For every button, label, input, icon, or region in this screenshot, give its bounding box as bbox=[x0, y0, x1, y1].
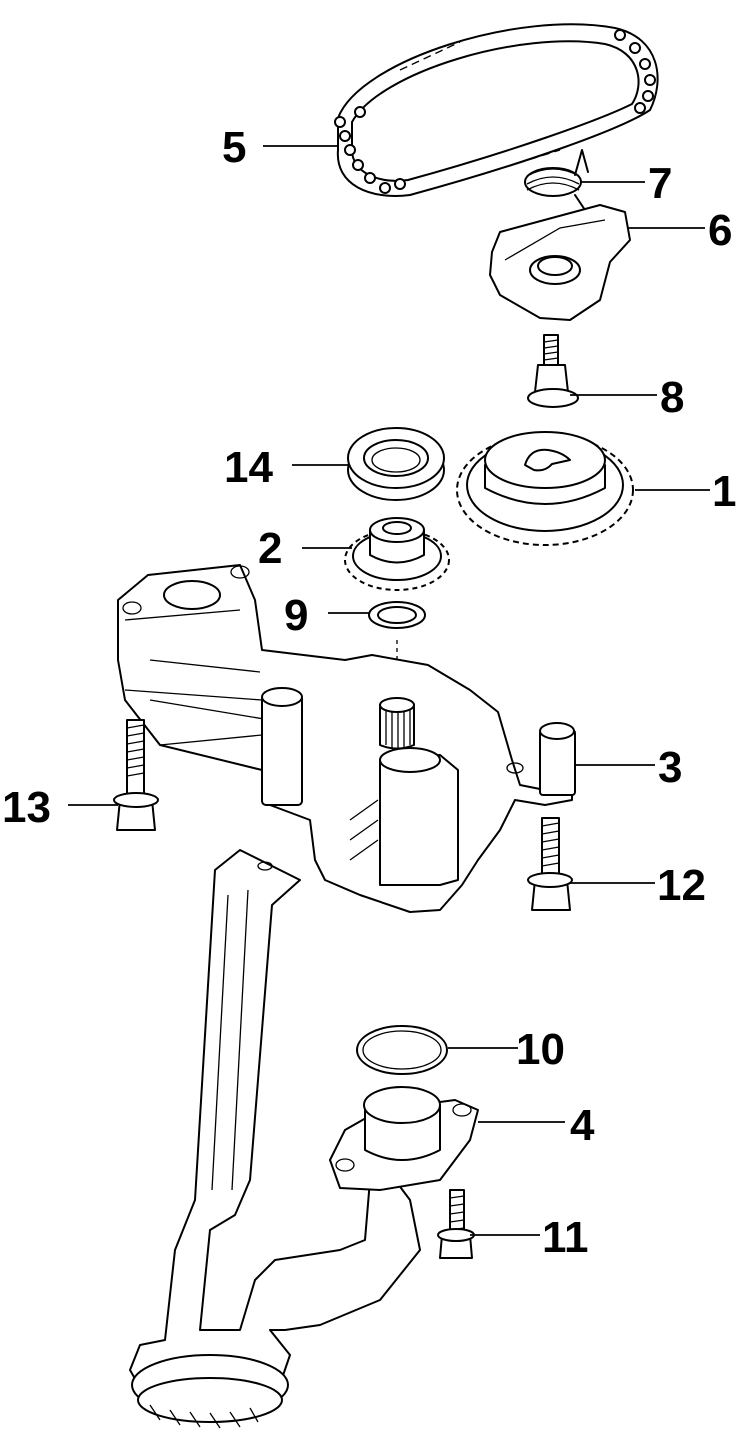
callout-14: 14 bbox=[224, 443, 273, 492]
mounting-bolt-left bbox=[113, 719, 159, 831]
shoulder-bolt bbox=[527, 334, 579, 408]
oil-strainer-pipe bbox=[129, 849, 479, 1429]
leader-lines bbox=[68, 145, 710, 1236]
drive-sprocket bbox=[456, 431, 634, 546]
callout-9: 9 bbox=[284, 591, 308, 640]
callout-13: 13 bbox=[2, 783, 51, 832]
callout-3: 3 bbox=[658, 743, 682, 792]
callout-4: 4 bbox=[570, 1101, 595, 1150]
chain-tensioner-arm bbox=[489, 204, 631, 321]
strainer-bolt bbox=[437, 1189, 475, 1259]
mounting-bolt-right bbox=[527, 817, 573, 911]
tensioner-spring bbox=[524, 149, 589, 211]
timing-chain bbox=[334, 23, 659, 197]
callout-2: 2 bbox=[258, 524, 282, 573]
callout-8: 8 bbox=[660, 373, 684, 422]
callout-6: 6 bbox=[708, 206, 732, 255]
chain-links-left bbox=[334, 106, 406, 194]
callout-12: 12 bbox=[657, 861, 706, 910]
washer bbox=[368, 601, 426, 690]
chain-links-right bbox=[614, 29, 656, 114]
pump-sprocket bbox=[344, 517, 450, 591]
callout-10: 10 bbox=[516, 1025, 565, 1074]
callout-11: 11 bbox=[542, 1213, 589, 1262]
oil-seal bbox=[347, 427, 445, 501]
callout-5: 5 bbox=[222, 123, 246, 172]
callout-1: 1 bbox=[712, 467, 736, 516]
oil-pump-body bbox=[117, 564, 576, 913]
o-ring bbox=[356, 1025, 448, 1075]
callout-labels: 1 2 3 4 5 6 7 8 9 10 11 12 13 14 bbox=[2, 123, 736, 1262]
callout-7: 7 bbox=[648, 159, 672, 208]
